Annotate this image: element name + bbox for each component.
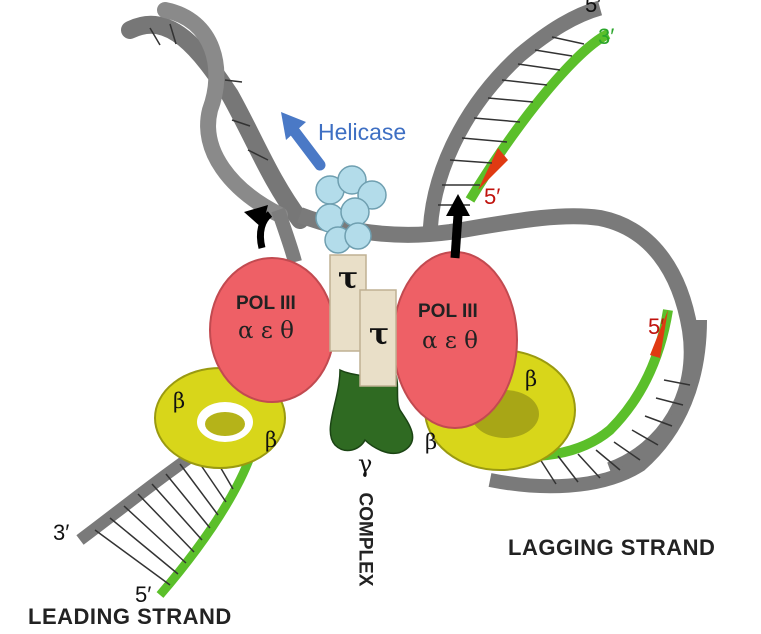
gamma-symbol: γ <box>358 450 373 478</box>
tau-subunit-lower <box>359 289 397 387</box>
synthesis-arrow-right <box>446 194 470 259</box>
helicase-hexamer <box>315 165 387 254</box>
pol-left-title: POL III <box>236 293 296 314</box>
helicase-direction-arrow <box>281 112 326 171</box>
prime-top-3: 3′ <box>598 24 615 49</box>
helicase-label: Helicase <box>318 119 407 145</box>
tau-label-upper: τ <box>338 261 359 296</box>
pol-left-subunits: α ε θ <box>238 318 294 344</box>
beta-left-label-2: β <box>265 428 278 452</box>
prime-top-5: 5′ <box>585 0 602 17</box>
beta-left-label-1: β <box>173 389 186 413</box>
lagging-strand-label: LAGGING STRAND <box>508 535 716 560</box>
synthesis-arrow-left <box>244 205 273 249</box>
leading-strand-label: LEADING STRAND <box>28 604 232 629</box>
prime-red-lower: 5′ <box>648 314 665 339</box>
beta-right-label-2: β <box>425 430 438 454</box>
gamma-complex-label: COMPLEX <box>354 492 376 587</box>
pol-right-title: POL III <box>418 301 478 322</box>
prime-left-3: 3′ <box>53 520 70 545</box>
pol-right-subunits: α ε θ <box>422 328 478 354</box>
beta-right-label-1: β <box>525 367 538 391</box>
prime-left-5: 5′ <box>135 582 152 607</box>
prime-red-upper: 5′ <box>484 184 501 209</box>
tau-label-lower: τ <box>369 317 390 352</box>
